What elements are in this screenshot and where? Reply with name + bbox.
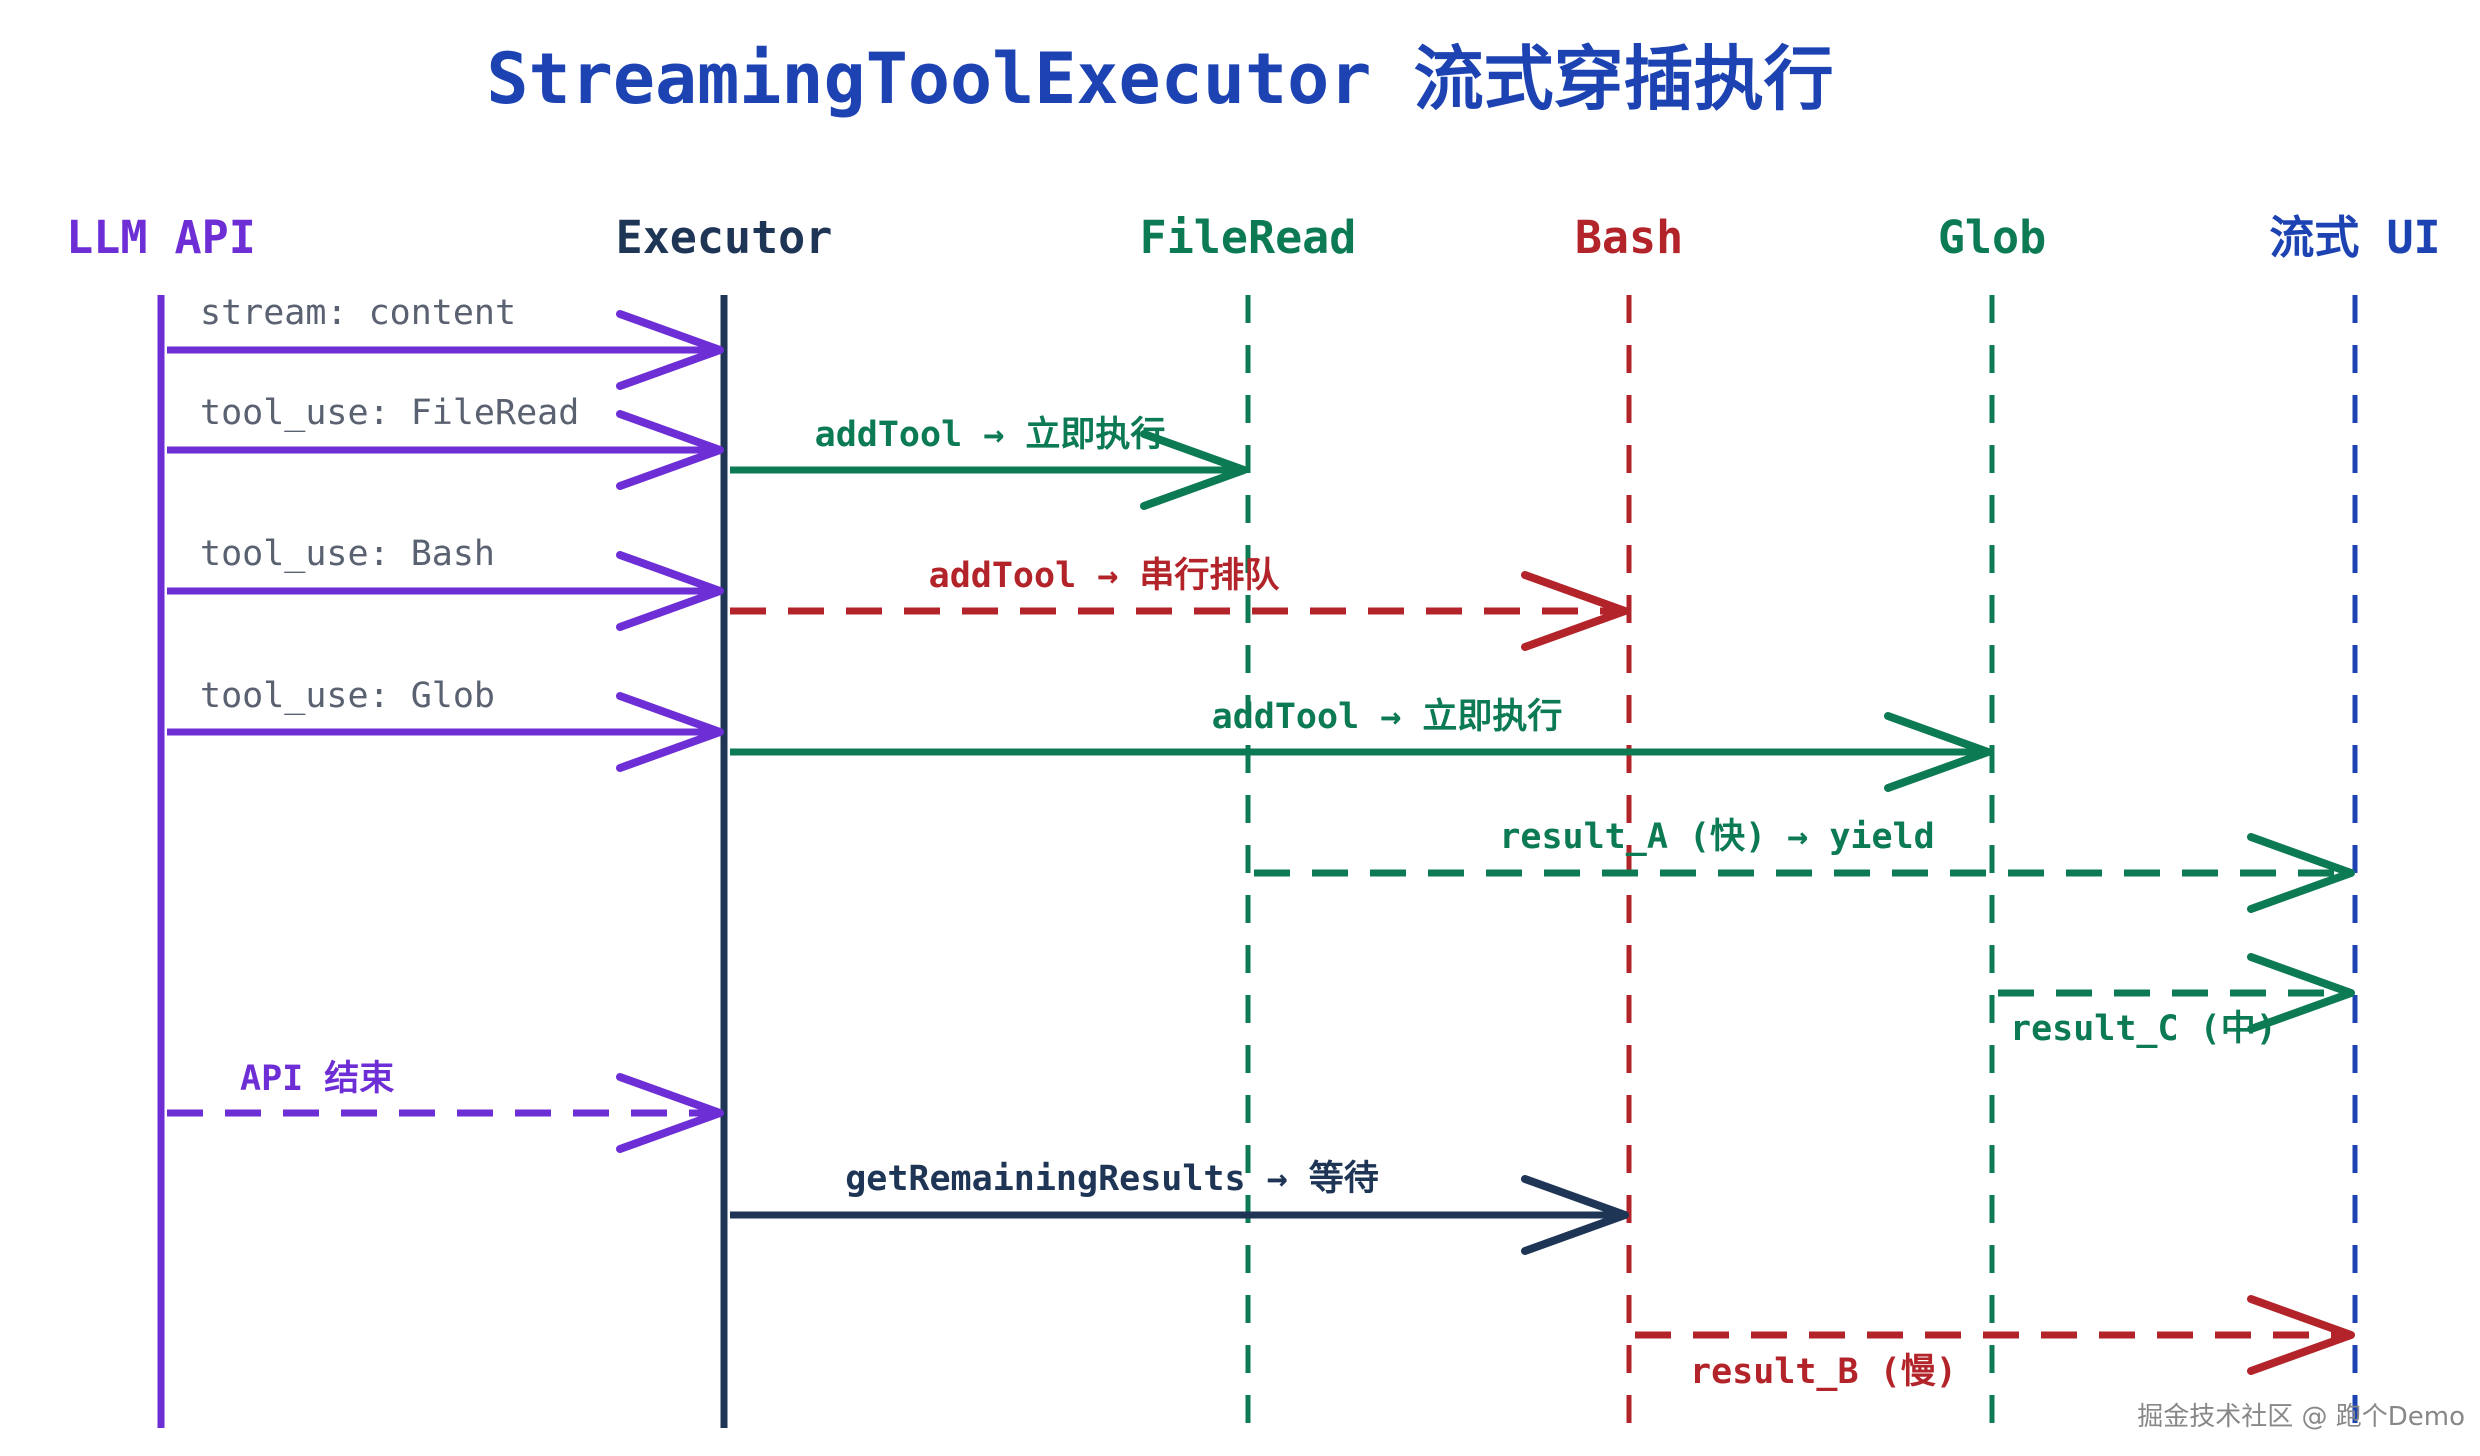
participant-label-ui: 流式 UI (2269, 211, 2440, 264)
message-label: tool_use: Bash (200, 534, 495, 574)
arrowhead (616, 310, 724, 390)
message-label: addTool → 立即执行 (1212, 697, 1563, 737)
message-label: getRemainingResults → 等待 (845, 1159, 1379, 1199)
arrowhead (1884, 712, 1992, 792)
arrowhead (616, 551, 724, 631)
participant-label-bash: Bash (1575, 211, 1683, 264)
participant-label-llm: LLM API (66, 211, 256, 264)
message-8: result_A (快) → yield (1254, 817, 2355, 913)
arrowhead (2247, 833, 2355, 913)
arrowhead (2247, 1295, 2355, 1375)
message-label: result_A (快) → yield (1499, 817, 1934, 857)
arrowhead (1140, 430, 1248, 510)
message-5: addTool → 串行排队 (730, 556, 1629, 651)
arrowhead (616, 410, 724, 490)
diagram-title: StreamingToolExecutor 流式穿插执行 (486, 38, 1833, 120)
message-label: addTool → 串行排队 (929, 556, 1281, 596)
participant-labels: LLM API Executor FileRead Bash Glob 流式 UI (66, 211, 2440, 264)
message-1: stream: content (167, 293, 724, 390)
message-6: tool_use: Glob (167, 676, 724, 772)
message-label: stream: content (200, 293, 516, 333)
message-11: getRemainingResults → 等待 (730, 1159, 1629, 1255)
message-4: tool_use: Bash (167, 534, 724, 631)
watermark: 掘金技术社区 @ 跑个Demo (2137, 1402, 2465, 1432)
message-9: result_C (中) (1998, 953, 2355, 1049)
lifelines (157, 295, 2358, 1428)
arrowhead (1521, 1175, 1629, 1255)
arrowhead (616, 1073, 724, 1153)
participant-label-fileread: FileRead (1140, 211, 1357, 264)
message-label: API 结束 (240, 1059, 394, 1099)
arrowhead (2247, 953, 2355, 1033)
message-label: result_C (中) (2010, 1009, 2277, 1049)
message-label: tool_use: FileRead (200, 393, 579, 433)
messages: stream: content tool_use: FileRead addTool… (167, 293, 2355, 1392)
message-7: addTool → 立即执行 (730, 697, 1992, 792)
arrowhead (1521, 571, 1629, 651)
message-label: result_B (慢) (1690, 1352, 1957, 1392)
message-3: addTool → 立即执行 (730, 415, 1248, 510)
message-12: result_B (慢) (1635, 1295, 2355, 1392)
message-label: addTool → 立即执行 (815, 415, 1166, 455)
participant-label-executor: Executor (616, 211, 833, 264)
message-label: tool_use: Glob (200, 676, 495, 716)
message-10: API 结束 (167, 1059, 724, 1153)
participant-label-glob: Glob (1938, 211, 2046, 264)
message-2: tool_use: FileRead (167, 393, 724, 490)
arrowhead (616, 692, 724, 772)
